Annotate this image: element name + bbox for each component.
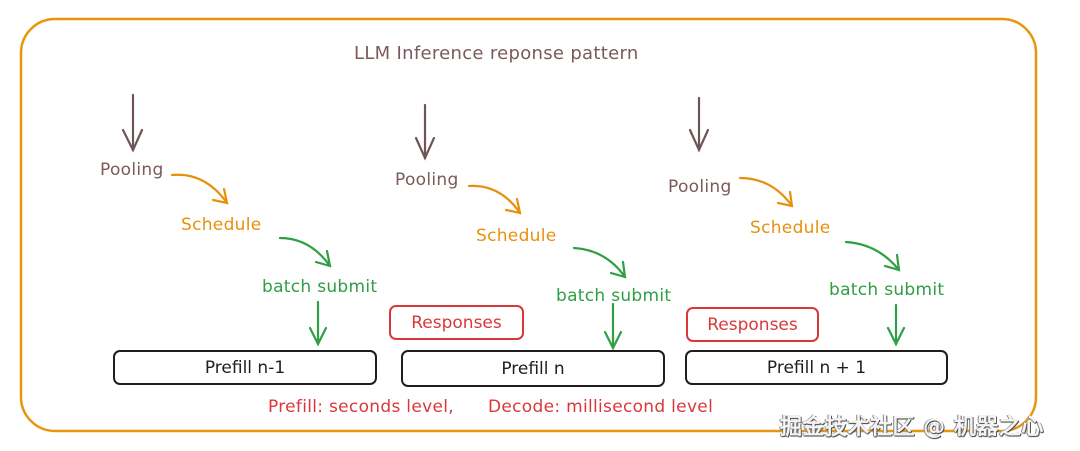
batch-to-prefill-arrow-icon <box>886 303 906 347</box>
responses-box: Responses <box>389 305 524 340</box>
schedule-label: Schedule <box>750 218 831 238</box>
column-1-arrows <box>121 93 332 347</box>
incoming-arrow-icon <box>121 93 144 153</box>
schedule-to-batch-arrow-icon <box>572 246 627 279</box>
responses-label: Responses <box>411 312 502 333</box>
pooling-to-schedule-arrow-icon <box>170 173 229 205</box>
schedule-to-batch-arrow-icon <box>844 240 901 272</box>
batch-submit-label: batch submit <box>262 277 378 297</box>
prefill-label: Prefill n <box>501 358 565 379</box>
decode-latency-note: Decode: millisecond level <box>488 397 714 417</box>
prefill-latency-note: Prefill: seconds level, <box>268 397 454 417</box>
schedule-to-batch-arrow-icon <box>278 236 332 268</box>
watermark: 掘金技术社区 @ 机器之心 <box>780 415 1044 440</box>
responses-label: Responses <box>707 314 798 335</box>
outer-frame <box>19 17 1038 433</box>
batch-submit-label: batch submit <box>556 286 672 306</box>
batch-to-prefill-arrow-icon <box>308 300 328 347</box>
responses-box: Responses <box>686 307 819 342</box>
pooling-to-schedule-arrow-icon <box>467 184 522 215</box>
prefill-label: Prefill n + 1 <box>766 357 867 378</box>
incoming-arrow-icon <box>688 96 710 153</box>
prefill-label: Prefill n-1 <box>204 357 286 378</box>
pooling-label: Pooling <box>668 177 732 197</box>
pooling-label: Pooling <box>100 160 164 180</box>
pooling-label: Pooling <box>395 170 459 190</box>
batch-submit-label: batch submit <box>829 280 945 300</box>
column-2-arrows <box>414 103 627 351</box>
prefill-box: Prefill n <box>401 350 665 387</box>
schedule-label: Schedule <box>476 226 557 246</box>
column-3-arrows <box>688 96 906 347</box>
prefill-box: Prefill n + 1 <box>685 350 948 385</box>
prefill-box: Prefill n-1 <box>113 350 377 385</box>
batch-to-prefill-arrow-icon <box>603 302 623 351</box>
diagram-title: LLM Inference reponse pattern <box>354 43 639 64</box>
pooling-to-schedule-arrow-icon <box>738 176 794 208</box>
schedule-label: Schedule <box>181 215 262 235</box>
incoming-arrow-icon <box>414 103 436 161</box>
